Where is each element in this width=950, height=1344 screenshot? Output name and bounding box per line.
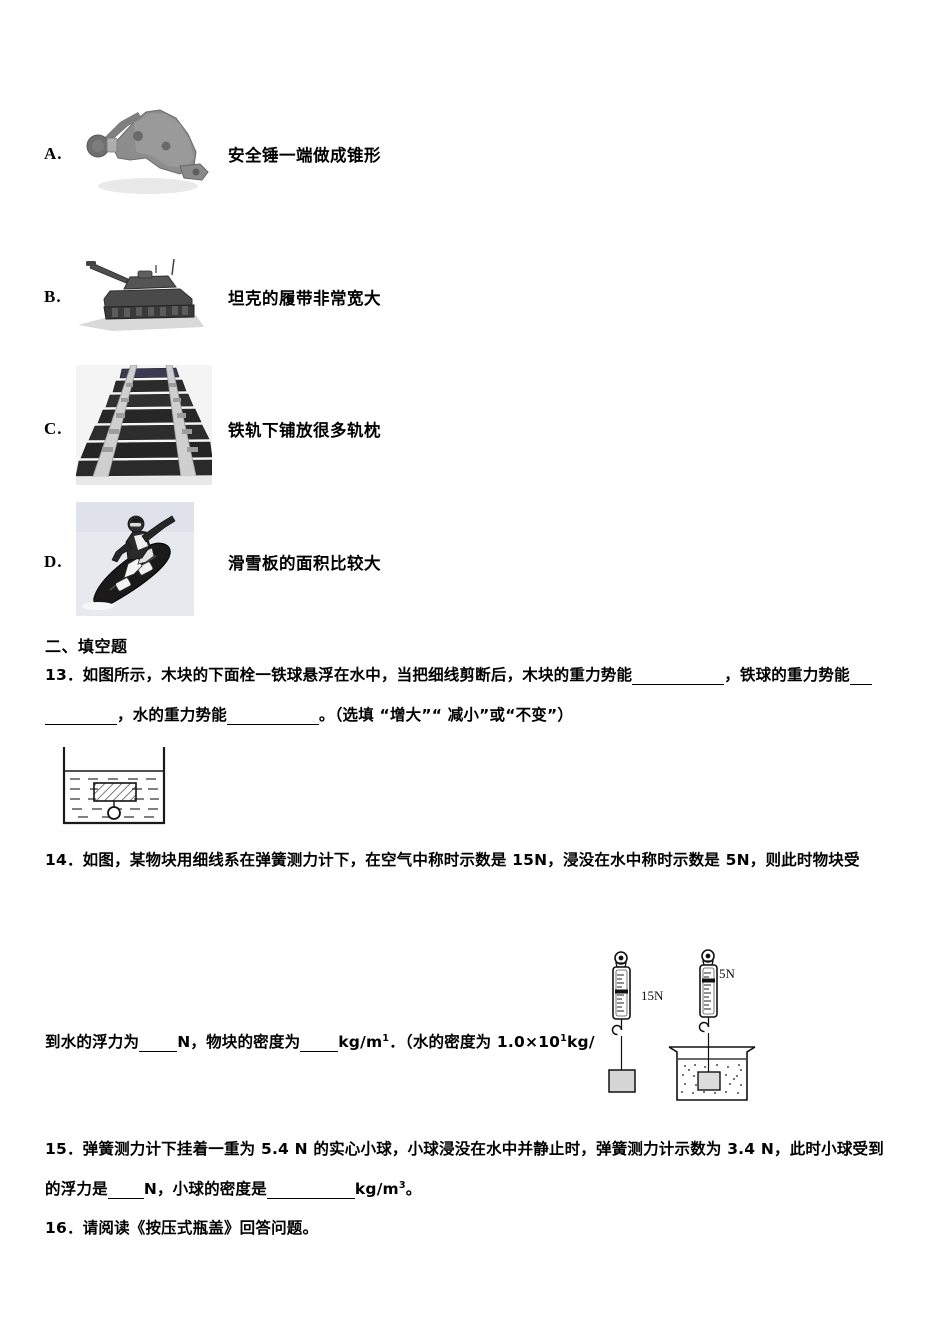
- q13-text-c: ，水的重力势能: [117, 706, 227, 724]
- spring-scale-in-water: 5N: [668, 949, 756, 1101]
- q13-blank-2[interactable]: [849, 684, 872, 685]
- spring-scale-buoyancy-diagram: 15N: [595, 948, 785, 1108]
- spring-scale-water-label: 5N: [719, 966, 736, 981]
- spring-scale-in-air: 15N: [608, 951, 664, 1093]
- q13-text-b: ，铁球的重力势能: [724, 666, 850, 684]
- option-a-caption: 安全锤一端做成锥形: [228, 146, 381, 165]
- q14-sup-1: 1: [382, 1032, 390, 1044]
- option-c-letter: C.: [44, 419, 63, 438]
- q15-blank-1[interactable]: [107, 1198, 144, 1199]
- tank-photo: [76, 243, 216, 339]
- q14-text-a: 到水的浮力为: [45, 1033, 140, 1051]
- q14-blank-1[interactable]: [139, 1051, 178, 1052]
- q13-text-a: 13．如图所示，木块的下面栓一铁球悬浮在水中，当把细线剪断后，木块的重力势能: [45, 666, 633, 684]
- question-15-line-1: 15．弹簧测力计下挂着一重为 5.4 N 的实心小球，小球浸没在水中并静止时，弹…: [45, 1140, 884, 1158]
- snowboarder-drawing: [76, 502, 194, 616]
- q13-beaker-drawing: [58, 745, 170, 827]
- q14-text-d: ．（水的密度为 1.0×10: [389, 1033, 561, 1051]
- q14-text-c: kg/m: [338, 1033, 383, 1051]
- q15-text-c: kg/m: [354, 1180, 399, 1198]
- option-b-letter: B.: [44, 287, 62, 306]
- choice-option-d[interactable]: D.: [44, 502, 914, 618]
- question-13-line-1: 13．如图所示，木块的下面栓一铁球悬浮在水中，当把细线剪断后，木块的重力势能 ，铁…: [45, 663, 872, 685]
- q13-text-d: 。（选填 “增大”“ 减小”或“不变”）: [318, 706, 574, 724]
- railway-track-drawing: [76, 365, 212, 485]
- spring-scale-air-label: 15N: [641, 988, 664, 1003]
- option-c-caption: 铁轨下铺放很多轨枕: [228, 421, 381, 440]
- q13-blank-3[interactable]: [226, 724, 319, 725]
- choice-option-b[interactable]: B.: [44, 243, 914, 343]
- safety-hammer-photo: [76, 82, 216, 204]
- section-two-title: 二、填空题: [45, 637, 128, 656]
- option-b-caption: 坦克的履带非常宽大: [228, 289, 381, 308]
- beaker-with-wood-block-and-iron-ball: [58, 745, 170, 827]
- q14-blank-2[interactable]: [300, 1051, 339, 1052]
- option-d-caption: 滑雪板的面积比较大: [228, 554, 381, 573]
- choice-option-a[interactable]: A.: [44, 82, 914, 212]
- question-16-line-1: 16．请阅读《按压式瓶盖》回答问题。: [45, 1219, 319, 1237]
- snowboarder-photo: [76, 502, 194, 616]
- q14-spring-scale-drawing: 15N: [595, 948, 785, 1108]
- question-13-line-2: ，水的重力势能 。（选填 “增大”“ 减小”或“不变”）: [45, 703, 573, 725]
- q13-blank-1[interactable]: [632, 684, 725, 685]
- q14-text-b: N，物块的密度为: [177, 1033, 301, 1051]
- q15-blank-2[interactable]: [266, 1198, 355, 1199]
- q13-blank-2-cont[interactable]: [45, 724, 117, 725]
- q15-sup-1: 3: [398, 1179, 406, 1191]
- question-15-line-2: 的浮力是 N，小球的密度是 kg/m3。: [45, 1177, 422, 1199]
- tank-drawing: [76, 243, 216, 339]
- q15-text-a: 的浮力是: [45, 1180, 108, 1198]
- railway-track-photo: [76, 365, 212, 485]
- option-d-letter: D.: [44, 552, 63, 571]
- safety-hammer-drawing: [76, 82, 216, 204]
- q15-text-b: N，小球的密度是: [143, 1180, 267, 1198]
- question-14-line-1: 14．如图，某物块用细线系在弹簧测力计下，在空气中称时示数是 15N，浸没在水中…: [45, 851, 860, 869]
- q14-sup-2: 1: [560, 1032, 568, 1044]
- q15-text-d: 。: [405, 1180, 422, 1198]
- choice-option-c[interactable]: C.: [44, 365, 914, 487]
- option-a-letter: A.: [44, 144, 63, 163]
